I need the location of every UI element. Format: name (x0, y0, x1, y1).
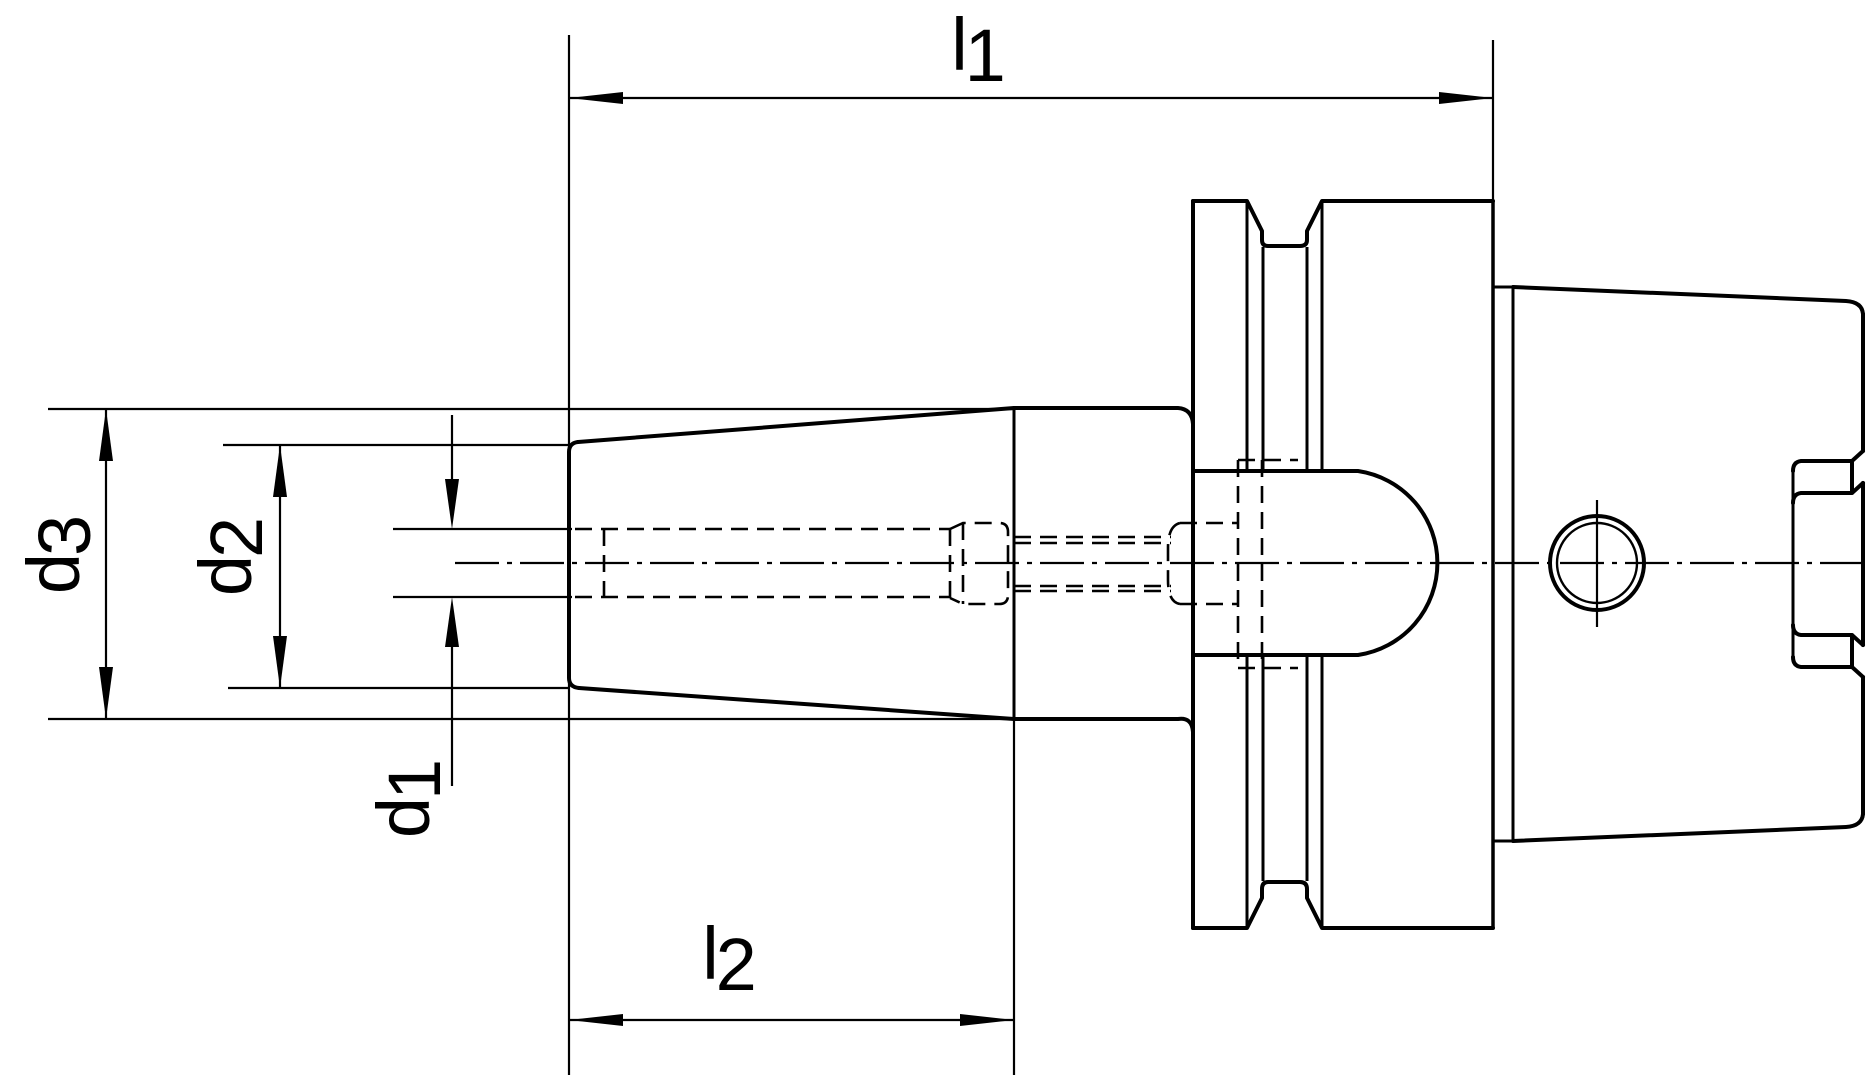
dimension-l2: l2 (569, 912, 1014, 1026)
label-d2: d2 (184, 520, 278, 596)
drive-notch-bottom (1791, 623, 1865, 679)
arrowhead (569, 92, 623, 104)
label-l2: l2 (702, 912, 754, 1006)
shank-top-edge (1511, 285, 1865, 316)
label-l1: l1 (951, 3, 1003, 97)
arrowhead (569, 1014, 623, 1026)
flange-top-groove (1191, 199, 1495, 248)
arrowhead (273, 636, 287, 688)
taper-bottom-edge (577, 686, 1016, 721)
taper-top-edge (576, 406, 1016, 444)
arrowhead (99, 409, 113, 461)
neck-bottom-edge (1012, 716, 1195, 734)
shank-bottom-edge (1511, 812, 1865, 843)
dimension-d2: d2 (184, 445, 287, 688)
hidden-bore-lines (575, 521, 1010, 606)
side-hole-outer (1548, 514, 1646, 612)
label-d1: d1 (362, 762, 456, 838)
body-outline (567, 199, 1865, 930)
groove-edges-upper (1245, 202, 1324, 471)
arrowhead (1439, 92, 1493, 104)
flange-bottom-groove (1191, 880, 1495, 930)
arrowhead (445, 597, 459, 647)
dimension-d1: d1 (362, 415, 459, 838)
arrowhead (273, 445, 287, 497)
neck-top-edge (1012, 406, 1195, 426)
centerline (455, 500, 1866, 627)
flange-cup-contour (1191, 469, 1440, 657)
shank-relief-edges (1493, 285, 1515, 843)
arrowhead (445, 479, 459, 529)
hidden-coolant-tube (1014, 521, 1238, 606)
dimension-d3: d3 (12, 409, 113, 719)
arrowhead (99, 667, 113, 719)
drive-notch-top (1791, 449, 1865, 505)
groove-edges-lower (1245, 655, 1324, 927)
front-face (567, 440, 581, 690)
label-d3: d3 (12, 518, 106, 594)
arrowhead (960, 1014, 1014, 1026)
dimension-l1: l1 (569, 3, 1493, 104)
side-hole-inner (1555, 521, 1639, 605)
